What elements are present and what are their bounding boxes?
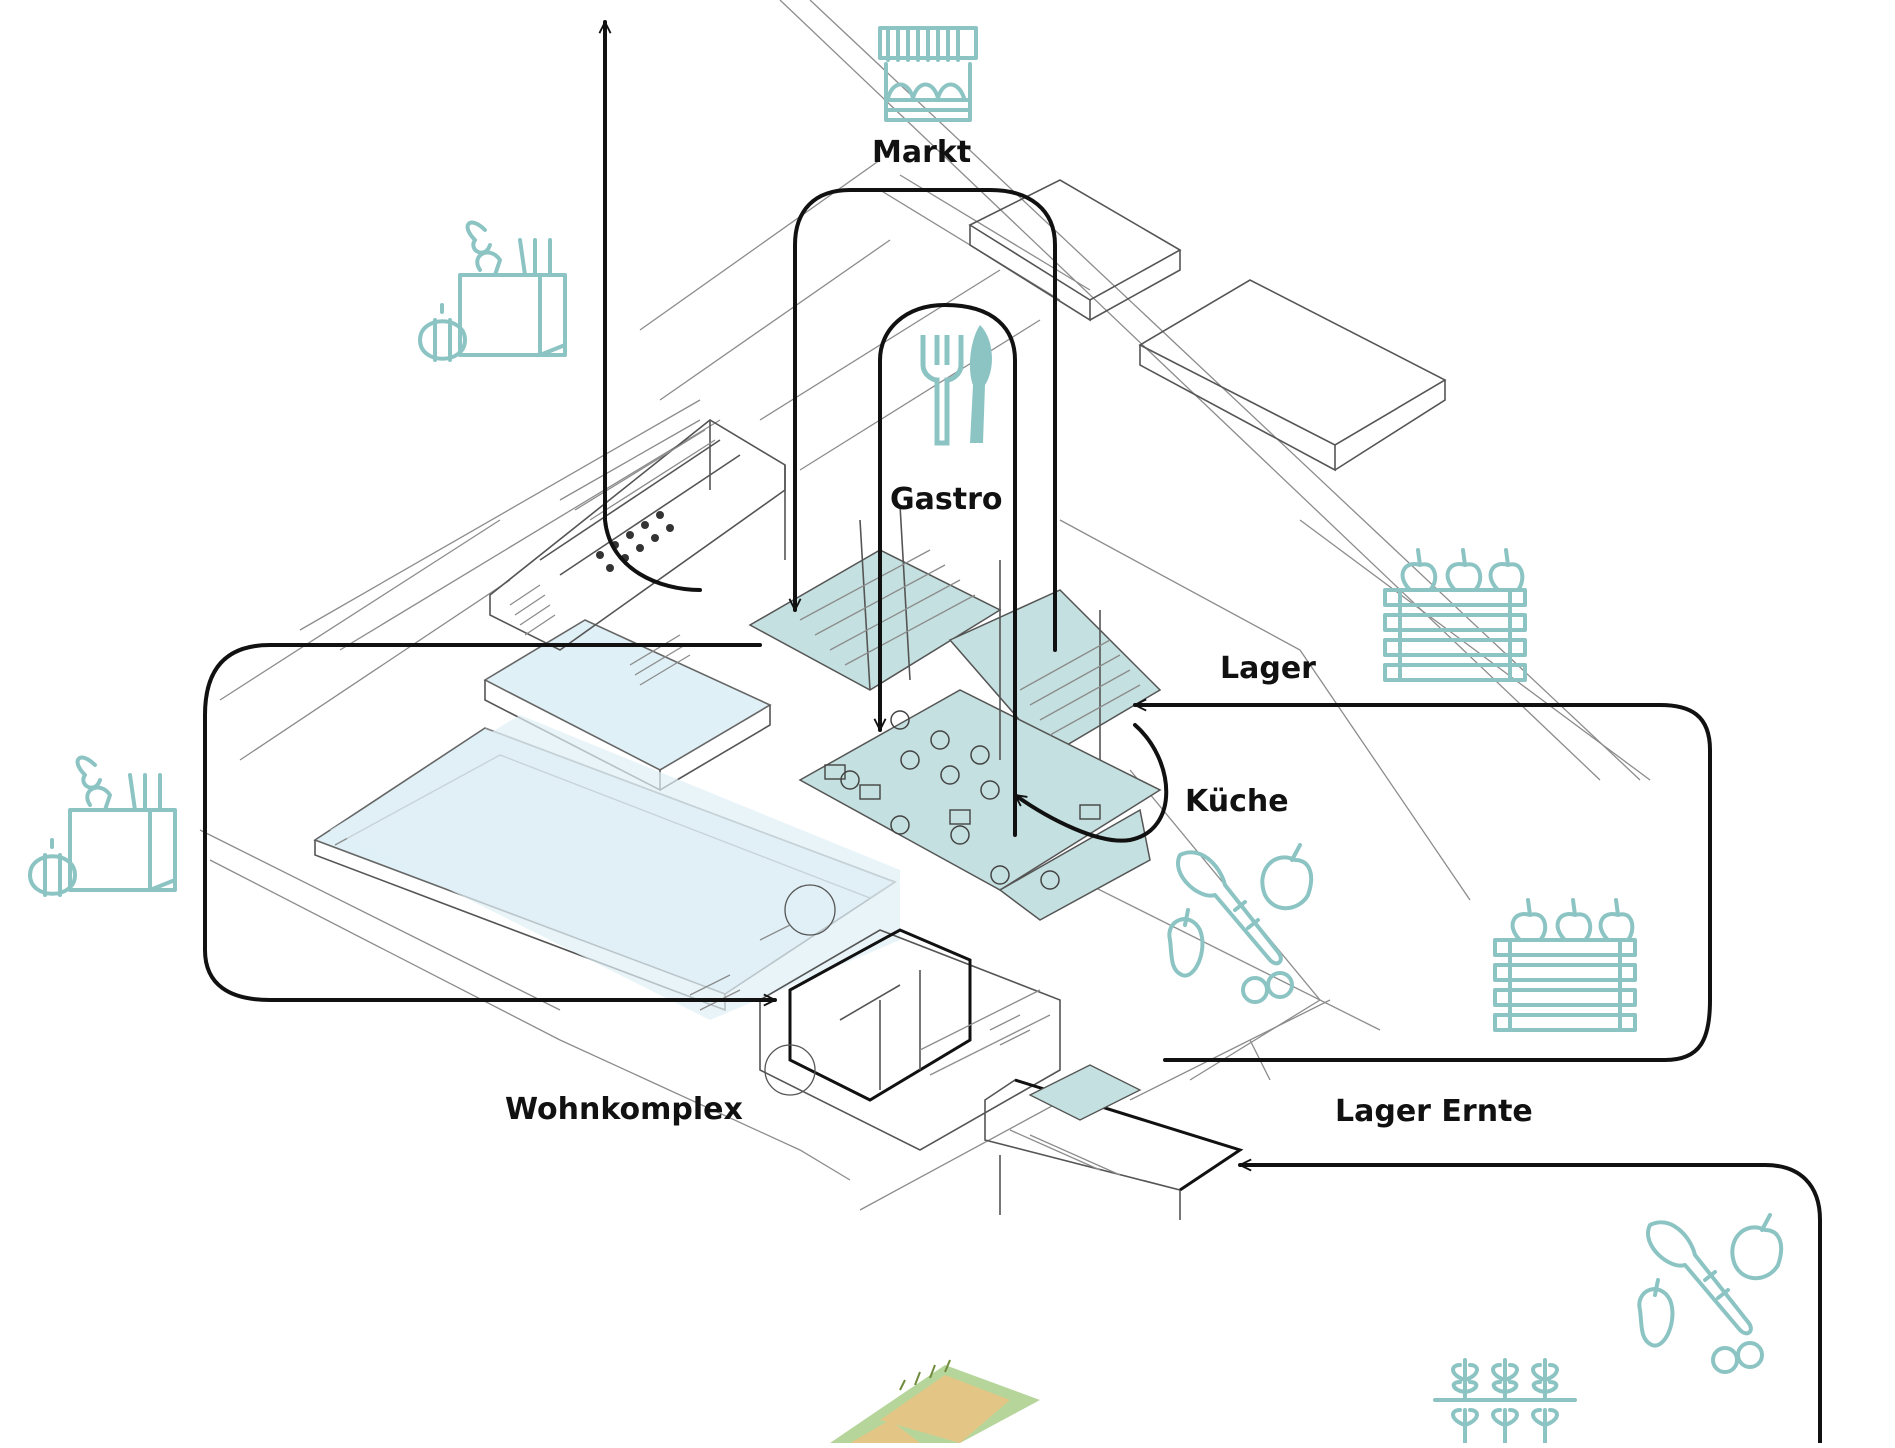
label-lager-ernte: Lager Ernte bbox=[1335, 1094, 1533, 1129]
site-context bbox=[199, 0, 1651, 1211]
fork-knife-icon bbox=[920, 325, 992, 446]
pool-lower bbox=[330, 715, 900, 1020]
label-gastro: Gastro bbox=[890, 482, 1003, 517]
grocery-bag-icon bbox=[28, 755, 177, 897]
flow-arrows bbox=[203, 20, 1822, 1445]
vegetables-icon bbox=[1637, 1213, 1784, 1374]
seedlings-icon bbox=[1433, 1358, 1577, 1447]
label-lager: Lager bbox=[1220, 651, 1316, 686]
vegetable-crate-icon bbox=[1383, 548, 1527, 682]
market-stall-icon bbox=[878, 26, 978, 122]
vegetables-icon bbox=[1167, 843, 1314, 1004]
grocery-bag-icon bbox=[418, 220, 567, 362]
harvest-storage bbox=[984, 1064, 1244, 1220]
label-kueche: Küche bbox=[1185, 784, 1289, 819]
neighbor-buildings bbox=[968, 179, 1447, 472]
housing-complex bbox=[689, 884, 1061, 1151]
central-building bbox=[748, 504, 1162, 921]
label-wohnkomplex: Wohnkomplex bbox=[505, 1092, 743, 1127]
crop-fields bbox=[830, 1359, 1040, 1443]
assembly-building bbox=[489, 419, 786, 686]
label-markt: Markt bbox=[872, 135, 972, 170]
vegetable-crate-icon bbox=[1493, 898, 1637, 1032]
